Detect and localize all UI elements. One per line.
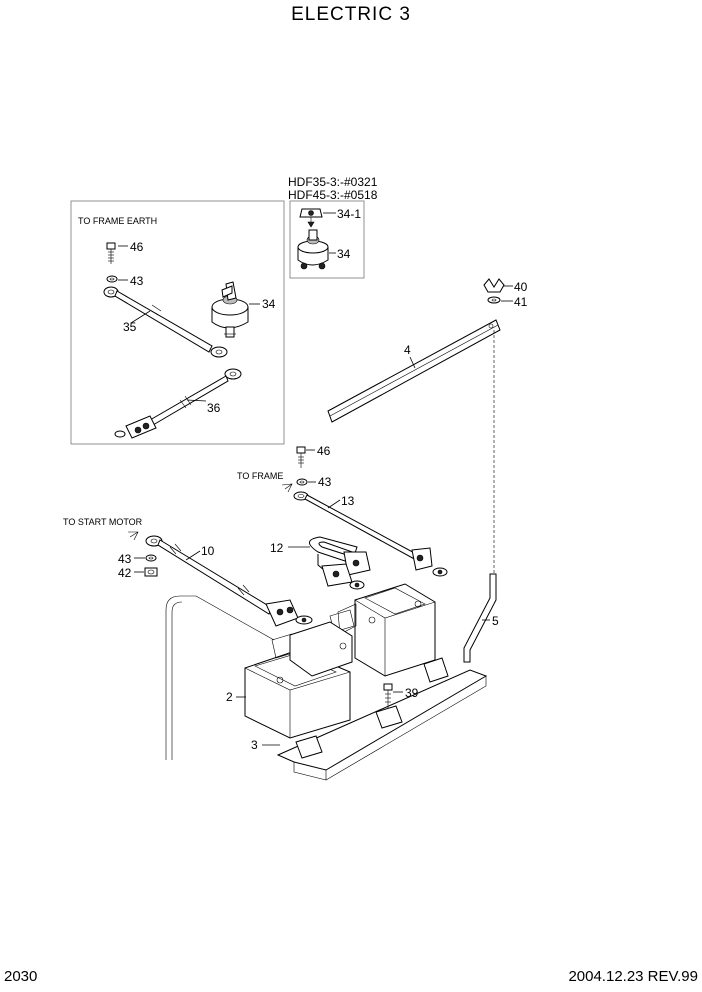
note-to-start-motor: TO START MOTOR [63, 517, 143, 527]
callout-10: 10 [201, 544, 215, 558]
page-title: ELECTRIC 3 [291, 4, 411, 25]
switch-key-34-1 [299, 208, 323, 228]
callout-5: 5 [492, 614, 499, 628]
frame-outline [165, 595, 275, 760]
serial-range-hdf45: HDF45-3:-#0518 [288, 188, 378, 202]
callout-46-upper: 46 [130, 240, 144, 254]
revision-date: 2004.12.23 REV.99 [568, 968, 698, 985]
washer-43-lower [296, 478, 308, 486]
page-number: 2030 [4, 968, 37, 985]
switch-inset: 34-1 34 [289, 200, 365, 279]
callout-36: 36 [207, 401, 221, 415]
callout-34-lower: 34 [337, 247, 351, 261]
disconnect-switch-34-alt [297, 229, 329, 270]
callout-35: 35 [123, 320, 137, 334]
frame-earth-inset: TO FRAME EARTH 46 43 35 [70, 200, 285, 445]
ground-cable-13 [293, 491, 448, 577]
hold-down-wing-nut-40 [483, 278, 505, 293]
bolt-46-upper [106, 242, 116, 264]
battery-hold-down-strap-4 [327, 319, 501, 423]
callout-4: 4 [404, 343, 411, 357]
callout-46-lower: 46 [317, 444, 331, 458]
hold-down-rod-5 [463, 330, 497, 663]
callout-43-start: 43 [118, 552, 132, 566]
callout-2: 2 [226, 690, 233, 704]
battery-tray-3 [276, 657, 488, 781]
arrow-to-frame [281, 483, 293, 493]
washer-43-upper [106, 275, 118, 283]
callout-34-1: 34-1 [337, 207, 361, 221]
callout-43-lower: 43 [318, 475, 332, 489]
washer-43-start [145, 554, 157, 562]
washer-41 [487, 296, 501, 304]
nut-42 [144, 567, 158, 577]
jumper-cable-12 [309, 536, 371, 590]
bolt-39 [383, 683, 393, 708]
serial-range-hdf35: HDF35-3:-#0321 [288, 175, 378, 189]
note-to-frame-earth: TO FRAME EARTH [78, 216, 157, 226]
callout-34-upper: 34 [262, 297, 276, 311]
battery-2-front [244, 621, 353, 739]
arrow-to-start-motor [128, 531, 139, 541]
cable-35 [103, 286, 228, 358]
callout-40: 40 [514, 280, 528, 294]
callout-39: 39 [405, 686, 419, 700]
bolt-46-lower [296, 446, 306, 468]
callout-41: 41 [514, 295, 528, 309]
starter-cable-10 [145, 535, 313, 627]
note-to-frame: TO FRAME [237, 471, 283, 481]
callout-42: 42 [118, 566, 132, 580]
callout-12: 12 [270, 541, 284, 555]
callout-43-upper: 43 [130, 274, 144, 288]
callout-3: 3 [251, 738, 258, 752]
cable-36 [114, 368, 242, 439]
disconnect-switch-34 [211, 281, 249, 338]
callout-13: 13 [341, 494, 355, 508]
